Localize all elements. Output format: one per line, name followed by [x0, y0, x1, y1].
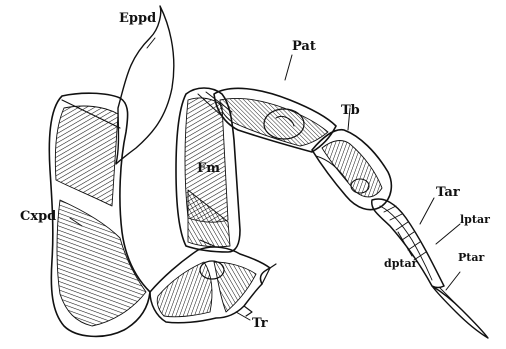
tarsus-segment: [372, 199, 444, 288]
label-fm: Fm: [197, 162, 220, 175]
label-lptar: lptar: [460, 214, 490, 225]
label-tr: Tr: [252, 317, 268, 330]
label-tb: Tb: [341, 104, 360, 117]
coxopodite-segment: [49, 93, 150, 336]
label-tar: Tar: [436, 186, 460, 199]
label-ptar: Ptar: [458, 252, 484, 263]
label-eppd: Eppd: [119, 12, 156, 25]
pretarsus-claw: [432, 286, 488, 338]
label-dptar: dptar: [384, 258, 417, 269]
label-cxpd: Cxpd: [20, 210, 56, 223]
patella-segment: [214, 88, 336, 152]
label-pat: Pat: [292, 40, 316, 53]
trochanter-segment: [150, 247, 276, 323]
